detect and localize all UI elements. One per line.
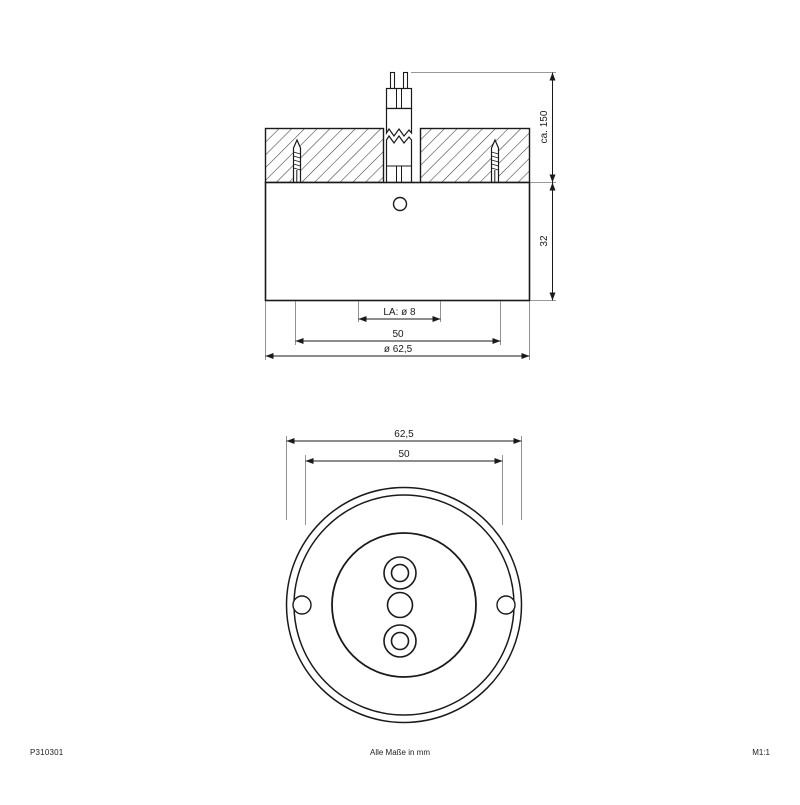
dimension-label-cable-length: ca. 150 [539,110,550,143]
dimension-label-inner-diameter-plan: 50 [398,449,410,460]
dimension-label-outer-diameter-side: ø 62,5 [384,344,413,355]
housing-hole [392,196,408,212]
center-hole [386,591,414,619]
dimension-body-height: 32 [530,182,556,301]
wall-right-hatch [419,127,531,184]
dimension-label-inner-width: 50 [392,329,404,340]
mounting-screw-right [490,138,500,184]
fixing-hole-left [292,595,312,615]
mounting-screw-left [292,138,302,184]
dimension-outer-diameter-plan: 62,5 [286,429,522,520]
dimension-inner-diameter-plan: 50 [305,449,503,525]
dimension-outer-diameter-side: ø 62,5 [265,301,530,360]
fixing-hole-right [496,595,516,615]
article-number: P310301 [30,748,64,757]
led-hole-bottom-inner [390,631,410,651]
wall-section-right [419,127,531,184]
cable-pin-left [389,71,396,90]
dimension-label-outer-diameter-plan: 62,5 [394,429,414,440]
dimension-label-body-height: 32 [539,235,550,247]
scale-label: M1:1 [752,748,770,757]
wall-left-hatch [264,127,385,184]
bottom-view-group: 62,5 50 [285,429,523,724]
body-circle [331,532,477,678]
cable-pin-right [402,71,409,90]
dimension-inner-width: 50 [295,301,501,345]
side-view-group: ca. 150 32 LA: ø 8 50 [264,71,556,360]
dimension-cutout: LA: ø 8 [358,301,441,322]
wall-section-left [264,127,385,184]
supply-cable-assembly [385,71,413,184]
units-note: Alle Maße in mm [369,748,430,757]
cable-connector [385,87,413,110]
led-hole-top-inner [390,563,410,583]
cable-body-lower [385,134,413,184]
dimension-label-cutout: LA: ø 8 [383,307,416,318]
footer: P310301 Alle Maße in mm M1:1 [0,748,800,768]
cable-body-upper [385,107,413,138]
